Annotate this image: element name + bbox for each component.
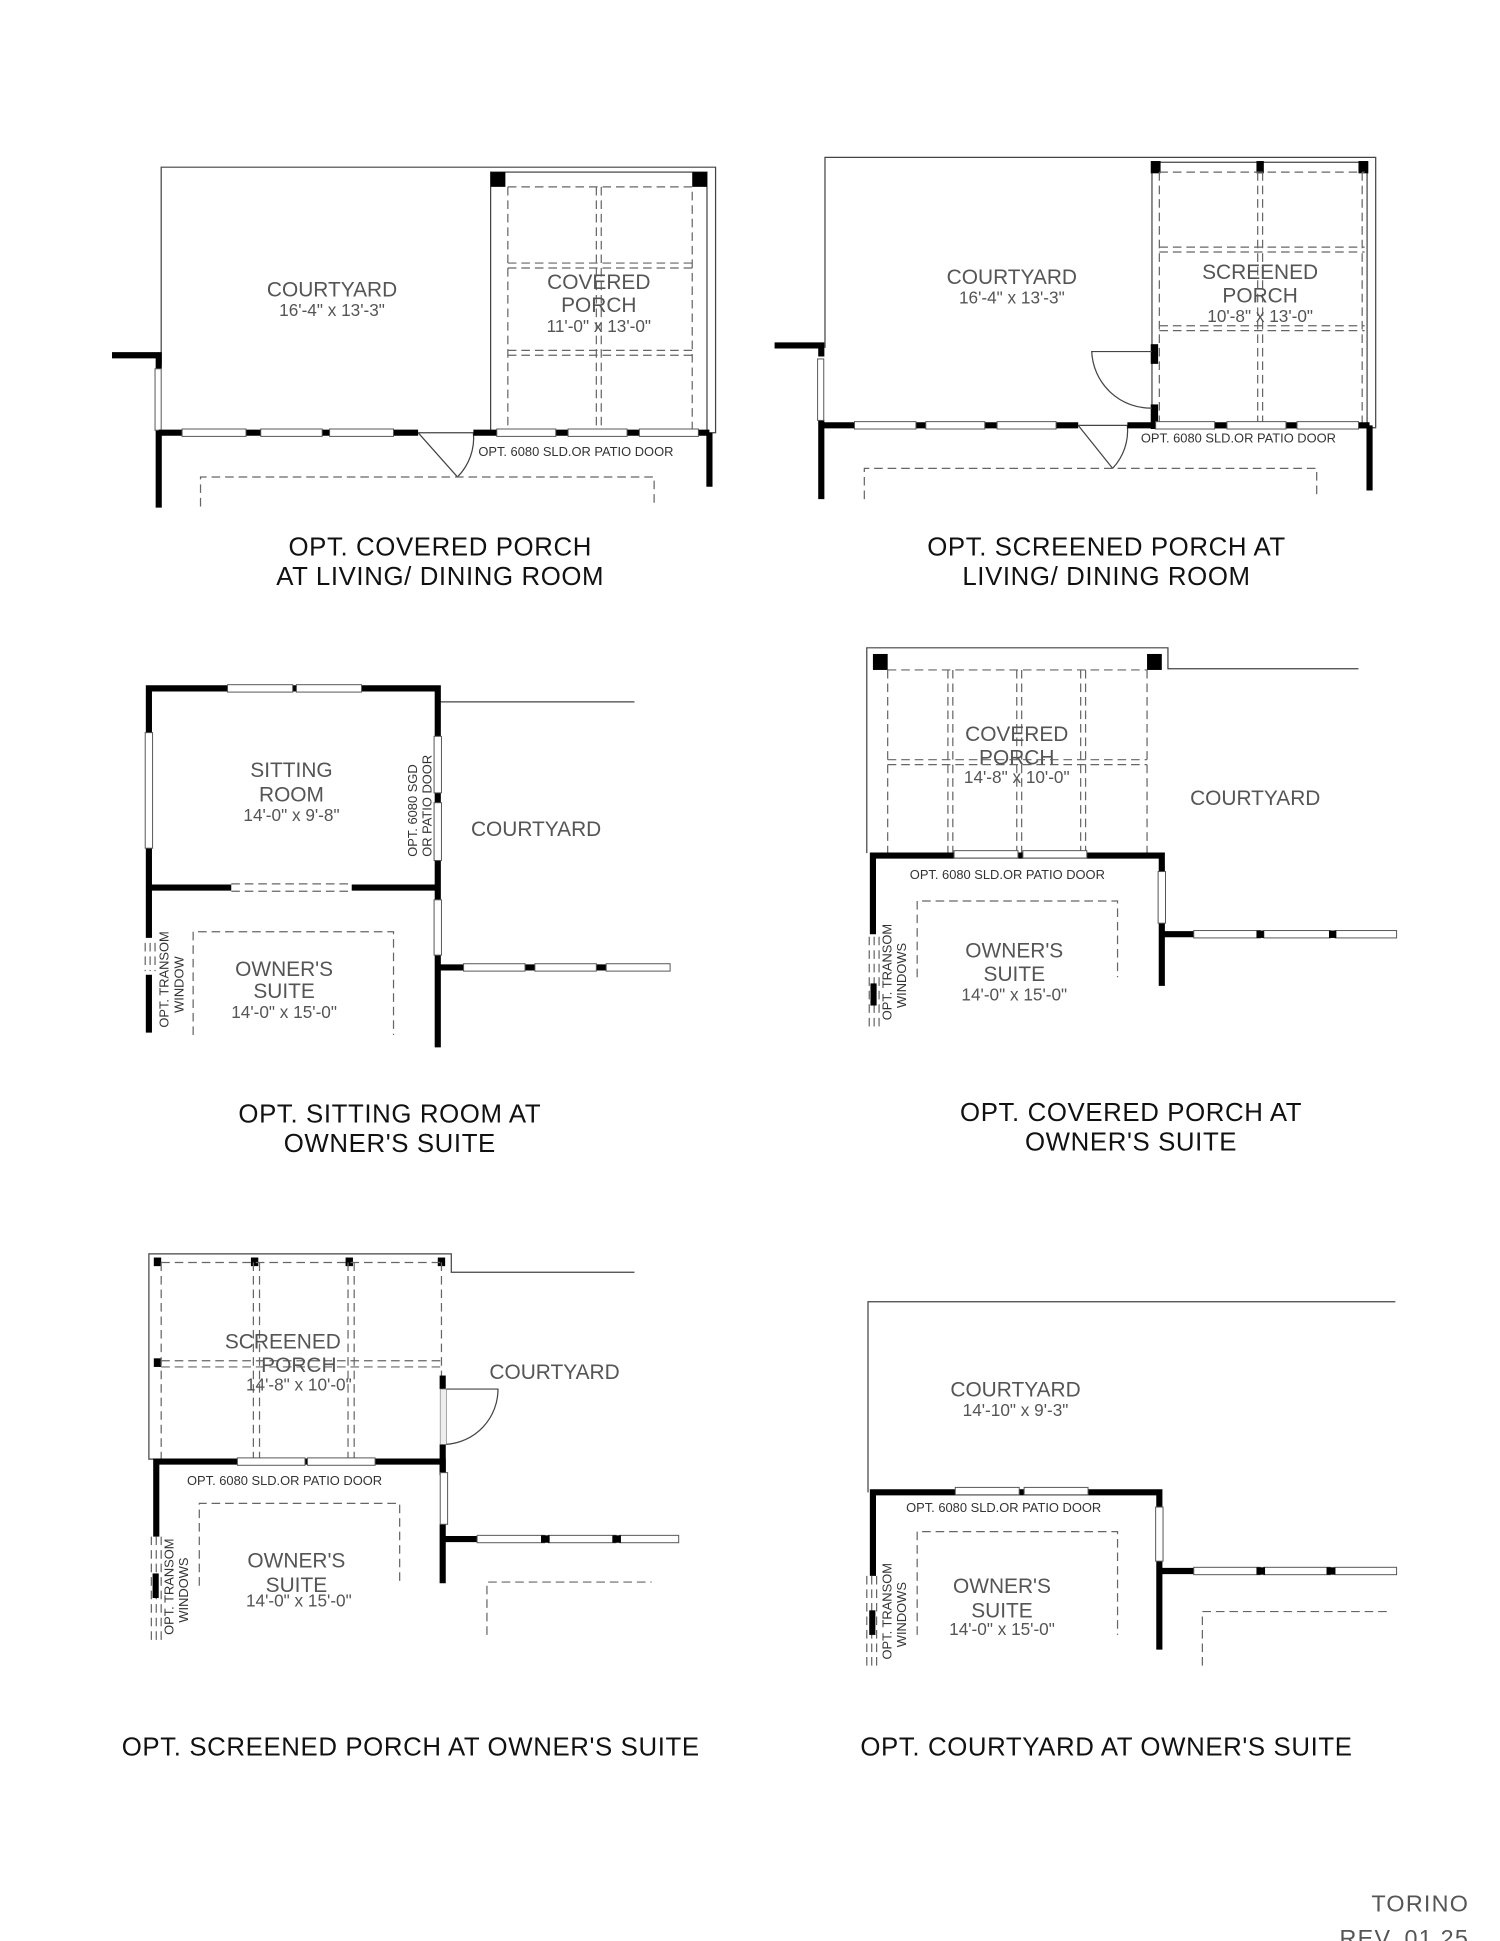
panel-title: OPT. SITTING ROOM AT (238, 1100, 541, 1128)
room-label: COURTYARD (950, 1378, 1080, 1401)
panel-covered-porch-owners-suite: COVERED PORCH 14'-8" x 10'-0" COURTYARD … (866, 647, 1398, 1157)
transom-note: WINDOWS (894, 943, 909, 1008)
room-label: COVERED (965, 723, 1068, 746)
room-label: SUITE (266, 1574, 328, 1597)
door-note: OPT. 6080 SGD (405, 764, 420, 856)
room-label: COURTYARD (267, 278, 397, 301)
panel-title: OPT. COURTYARD AT OWNER'S SUITE (860, 1733, 1352, 1761)
room-dims: 14'-8" x 10'-0" (964, 767, 1070, 787)
room-label: PORCH (261, 1354, 336, 1377)
room-dims: 16'-4" x 13'-3" (279, 300, 385, 320)
room-label: COVERED (547, 271, 650, 294)
panel-courtyard-owners-suite: COURTYARD 14'-10" x 9'-3" OWNER'S SUITE … (860, 1301, 1398, 1761)
door-note: OPT. 6080 SLD.OR PATIO DOOR (187, 1473, 382, 1488)
door-note: OR PATIO DOOR (420, 755, 435, 857)
room-label: PORCH (561, 294, 636, 317)
room-label: OWNER'S (247, 1549, 345, 1572)
panel-sitting-room-owners-suite: SITTING ROOM 14'-0" x 9'-8" COURTYARD OW… (144, 684, 671, 1158)
room-dims: 14'-0" x 15'-0" (246, 1591, 352, 1611)
door-note: OPT. 6080 SLD.OR PATIO DOOR (906, 1500, 1101, 1515)
transom-note: OPT. TRANSOM (157, 931, 172, 1027)
room-label: PORCH (1222, 284, 1297, 307)
panel-covered-porch-living: COURTYARD 16'-4" x 13'-3" COVERED PORCH … (112, 166, 717, 591)
room-label: COURTYARD (471, 818, 601, 841)
room-label: SCREENED (1202, 261, 1318, 284)
room-label: OWNER'S (953, 1575, 1051, 1598)
room-label: ROOM (259, 783, 324, 806)
transom-note: OPT. TRANSOM (879, 1563, 894, 1659)
room-label: PORCH (979, 747, 1054, 770)
panel-title: AT LIVING/ DINING ROOM (276, 563, 604, 591)
room-dims: 14'-0" x 15'-0" (961, 985, 1067, 1005)
room-dims: 14'-10" x 9'-3" (963, 1400, 1069, 1420)
panel-title: OPT. COVERED PORCH AT (960, 1099, 1302, 1127)
panel-screened-porch-living: COURTYARD 16'-4" x 13'-3" SCREENED PORCH… (774, 156, 1377, 591)
room-label: COURTYARD (1190, 787, 1320, 810)
plan-name: TORINO (1371, 1890, 1469, 1916)
room-dims: 14'-0" x 9'-8" (243, 805, 339, 825)
room-label: SCREENED (225, 1330, 341, 1353)
door-note: OPT. 6080 SLD.OR PATIO DOOR (1141, 431, 1336, 446)
panel-title: OPT. SCREENED PORCH AT OWNER'S SUITE (122, 1733, 700, 1761)
room-dims: 14'-8" x 10'-0" (246, 1374, 352, 1394)
room-label: OWNER'S (965, 940, 1063, 963)
door-note: OPT. 6080 SLD.OR PATIO DOOR (910, 867, 1105, 882)
room-dims: 10'-8" x 13'-0" (1207, 306, 1313, 326)
panel-title: OPT. SCREENED PORCH AT (927, 534, 1285, 562)
room-dims: 16'-4" x 13'-3" (959, 288, 1065, 308)
room-dims: 14'-0" x 15'-0" (231, 1002, 337, 1022)
room-dims: 11'-0" x 13'-0" (547, 316, 651, 336)
panel-screened-porch-owners-suite: SCREENED PORCH 14'-8" x 10'-0" COURTYARD… (122, 1253, 700, 1761)
room-label: SUITE (253, 980, 315, 1003)
panel-title: OWNER'S SUITE (1025, 1129, 1237, 1157)
room-label: COURTYARD (489, 1361, 619, 1384)
room-label: SUITE (984, 963, 1046, 986)
panel-title: OPT. COVERED PORCH (288, 534, 591, 562)
revision-label: REV. 01.25 (1340, 1925, 1470, 1941)
panel-title: LIVING/ DINING ROOM (962, 563, 1250, 591)
panel-title: OWNER'S SUITE (284, 1130, 496, 1158)
room-label: OWNER'S (235, 958, 333, 981)
transom-note: WINDOW (171, 956, 186, 1013)
transom-note: WINDOWS (894, 1582, 909, 1647)
room-dims: 14'-0" x 15'-0" (949, 1619, 1055, 1639)
transom-note: OPT. TRANSOM (161, 1538, 176, 1634)
transom-note: WINDOWS (176, 1557, 191, 1622)
transom-note: OPT. TRANSOM (879, 924, 894, 1020)
room-label: COURTYARD (947, 266, 1077, 289)
room-label: SITTING (250, 759, 332, 782)
room-label: SUITE (971, 1600, 1033, 1623)
door-note: OPT. 6080 SLD.OR PATIO DOOR (478, 444, 673, 459)
